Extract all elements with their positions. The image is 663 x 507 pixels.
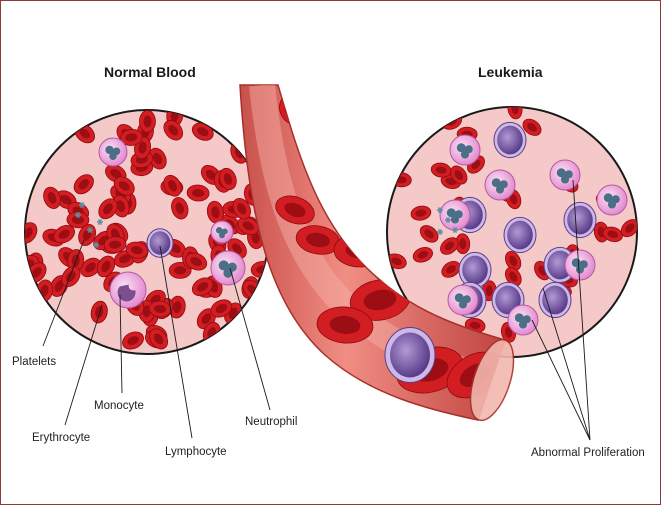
abnormal-lymphocyte-cell	[539, 282, 571, 317]
title-normal-blood: Normal Blood	[104, 64, 196, 80]
title-leukemia: Leukemia	[478, 64, 543, 80]
red-blood-cell	[300, 121, 335, 160]
abnormal-lymphocyte-cell	[504, 217, 536, 252]
abnormal-neutrophil-cell	[485, 170, 515, 200]
label-lymphocyte: Lymphocyte	[165, 446, 227, 458]
lymphocyte-cell	[385, 328, 435, 383]
label-erythrocyte: Erythrocyte	[32, 432, 90, 444]
lymphocyte-cell	[147, 229, 173, 258]
abnormal-neutrophil-cell	[508, 305, 538, 335]
monocyte-cell	[110, 272, 146, 308]
label-abnormal-proliferation: Abnormal Proliferation	[531, 447, 645, 459]
abnormal-neutrophil-cell	[448, 285, 478, 315]
neutrophil-cell	[211, 251, 245, 285]
label-monocyte: Monocyte	[94, 400, 144, 412]
red-blood-cell	[139, 110, 155, 132]
abnormal-lymphocyte-cell	[564, 202, 596, 237]
label-platelets: Platelets	[12, 356, 56, 368]
label-neutrophil: Neutrophil	[245, 416, 297, 428]
neutrophil-cell	[342, 209, 368, 235]
abnormal-neutrophil-cell	[440, 200, 470, 230]
neutrophil-cell	[211, 221, 233, 243]
abnormal-lymphocyte-cell	[494, 122, 526, 157]
abnormal-neutrophil-cell	[450, 135, 480, 165]
abnormal-neutrophil-cell	[597, 185, 627, 215]
abnormal-neutrophil-cell	[550, 160, 580, 190]
abnormal-lymphocyte-cell	[459, 252, 491, 287]
red-blood-cell	[308, 149, 351, 191]
abnormal-neutrophil-cell	[565, 250, 595, 280]
neutrophil-cell	[99, 138, 127, 166]
